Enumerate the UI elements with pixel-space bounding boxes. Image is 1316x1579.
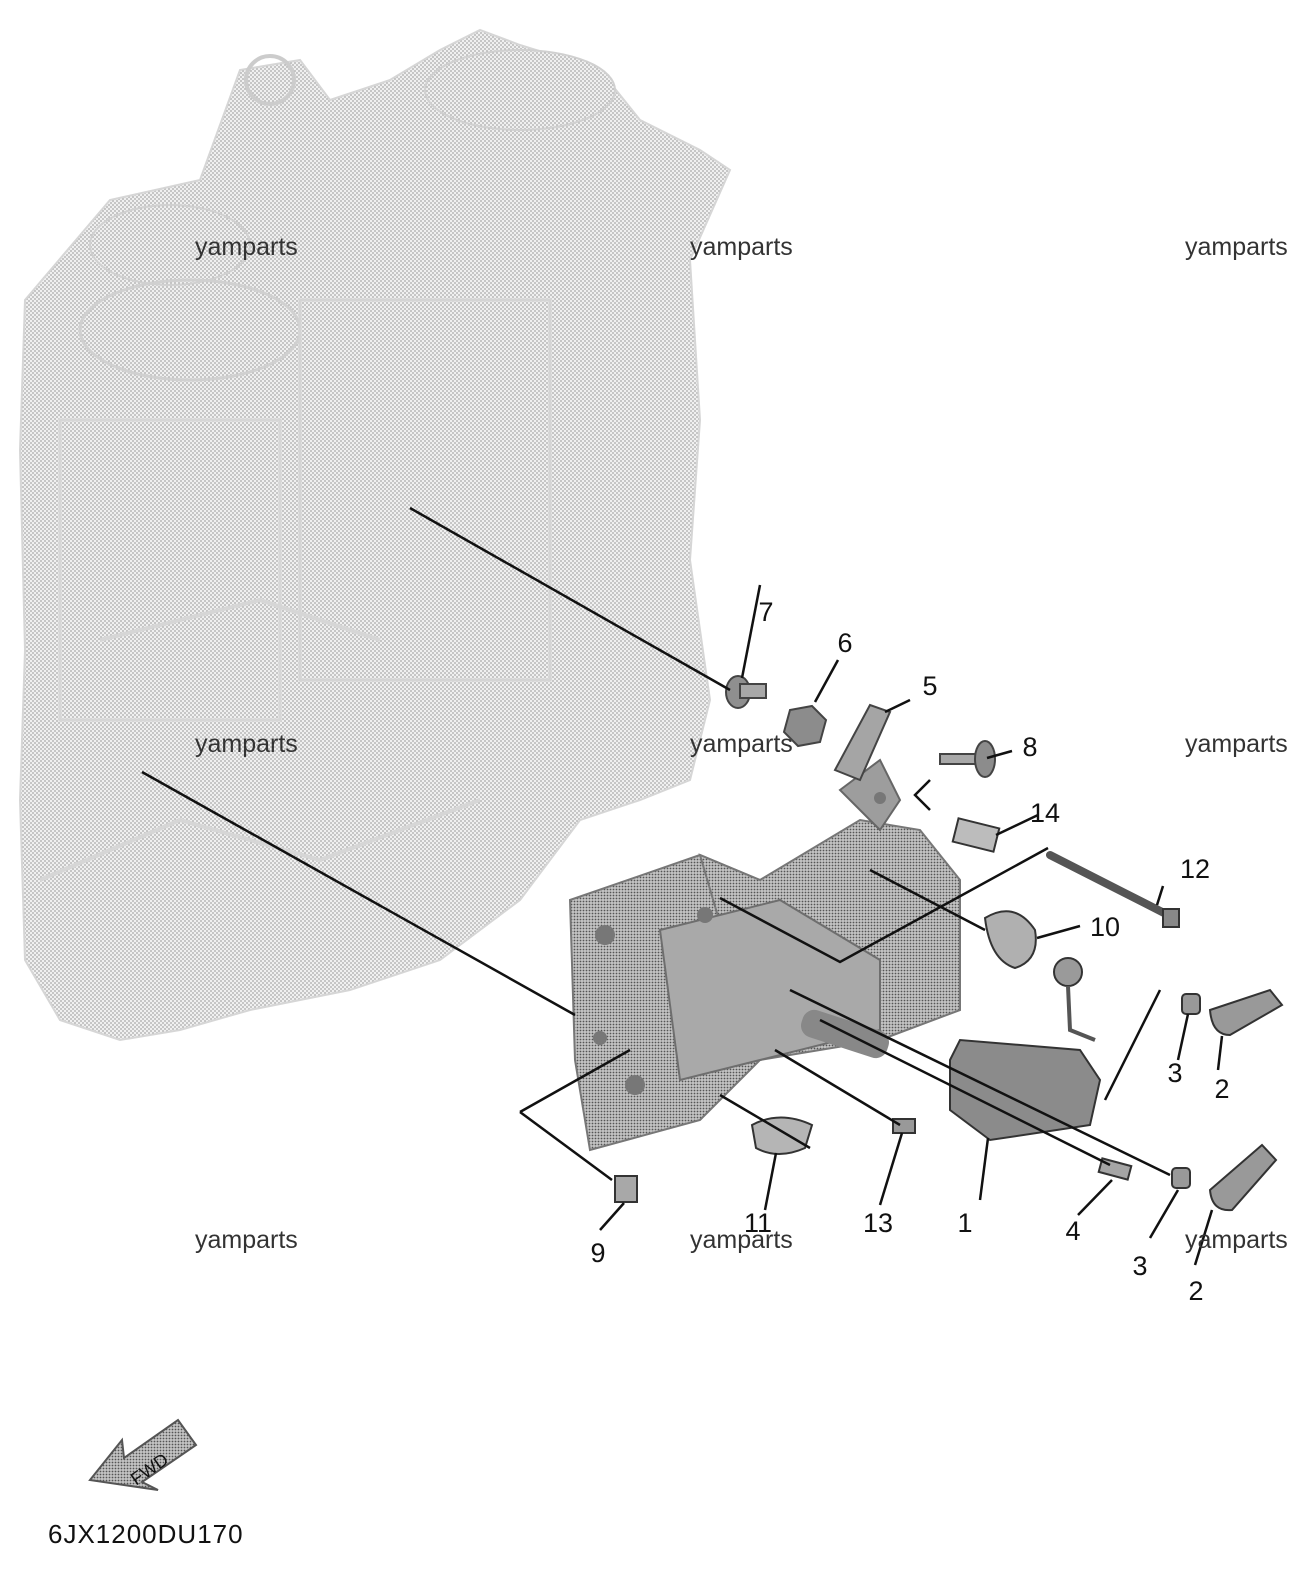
callout-14: 14 (1030, 798, 1060, 828)
callout-2-lower: 2 (1188, 1276, 1203, 1306)
diagram-code: 6JX1200DU170 (48, 1519, 244, 1549)
callout-8: 8 (1022, 732, 1037, 762)
callout-9: 9 (590, 1238, 605, 1268)
callout-11: 11 (744, 1208, 772, 1238)
part-8-screw (939, 740, 996, 778)
part-1-relay (949, 957, 1102, 1142)
callout-6: 6 (837, 628, 852, 658)
part-9-bolt (614, 1175, 638, 1203)
watermarks: yamparts yamparts yamparts yamparts yamp… (195, 233, 1288, 1254)
part-7-grommet (725, 675, 767, 709)
part-12-cable-tie (1046, 851, 1180, 928)
callouts: 7 6 5 8 14 12 10 3 2 1 13 11 4 9 3 2 (590, 597, 1229, 1306)
watermark-5: yamparts (690, 730, 793, 758)
watermark-3: yamparts (1185, 233, 1288, 261)
callout-2-upper: 2 (1214, 1074, 1229, 1104)
watermark-7: yamparts (195, 1226, 298, 1254)
watermark-6: yamparts (1185, 730, 1288, 758)
callout-13: 13 (863, 1208, 893, 1238)
part-10-clamp (983, 910, 1037, 970)
callout-5: 5 (922, 671, 937, 701)
callout-4: 4 (1065, 1216, 1080, 1246)
watermark-4: yamparts (195, 730, 298, 758)
part-3-upper-nut (1181, 993, 1201, 1015)
part-5-plate (833, 703, 892, 782)
fwd-arrow: FWD (88, 1418, 198, 1491)
callout-7: 7 (758, 597, 773, 627)
mounting-bracket (568, 758, 961, 1152)
watermark-8: yamparts (690, 1226, 793, 1254)
part-2-upper-boot (1208, 988, 1284, 1037)
part-11-clamp (750, 1116, 814, 1155)
watermark-9: yamparts (1185, 1226, 1288, 1254)
part-14-holder (951, 817, 1001, 853)
part-13-clip (892, 1118, 916, 1134)
callout-1: 1 (957, 1208, 972, 1238)
callout-10: 10 (1090, 912, 1120, 942)
watermark-2: yamparts (690, 233, 793, 261)
callout-12: 12 (1180, 854, 1210, 884)
part-6-nut (782, 704, 828, 748)
callout-3-upper: 3 (1167, 1058, 1182, 1088)
part-2-lower-boot (1208, 1143, 1278, 1212)
part-3-lower-nut (1171, 1167, 1191, 1189)
assembly-lines (141, 506, 1224, 1266)
engine-block-ghost (18, 28, 732, 1042)
watermark-1: yamparts (195, 233, 298, 261)
callout-3-lower: 3 (1132, 1251, 1147, 1281)
